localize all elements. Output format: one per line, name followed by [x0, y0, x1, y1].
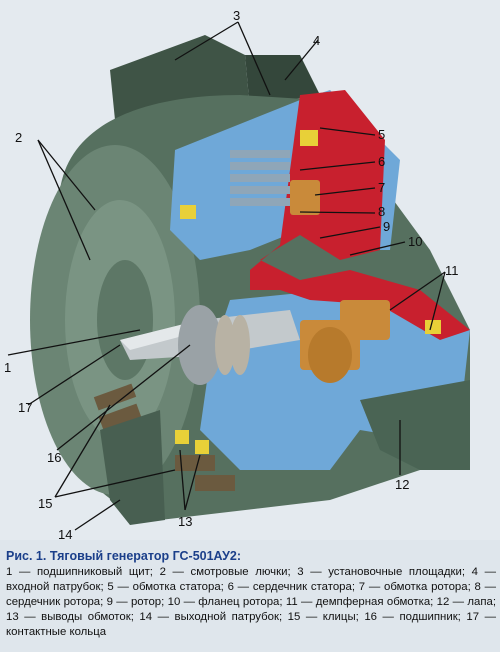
generator-illustration: 3 4 2 5 6 7 8 9 10 11 12 1 17 16 15 14 1… — [4, 8, 470, 540]
callout-5: 5 — [378, 127, 385, 142]
callout-12: 12 — [395, 477, 409, 492]
callout-13: 13 — [178, 514, 192, 529]
slip-rings — [215, 315, 250, 375]
stator-core — [230, 150, 290, 206]
callout-15: 15 — [38, 496, 52, 511]
callout-1: 1 — [4, 360, 11, 375]
callout-14: 14 — [58, 527, 72, 540]
mounting-foot — [360, 380, 470, 470]
leader-lines — [7, 21, 446, 531]
callout-10: 10 — [408, 234, 422, 249]
callout-9: 9 — [383, 219, 390, 234]
cutaway-drawing: 3 4 2 5 6 7 8 9 10 11 12 1 17 16 15 14 1… — [4, 8, 470, 540]
callout-labels: 3 4 2 5 6 7 8 9 10 11 12 1 17 16 15 14 1… — [4, 8, 459, 540]
bearing — [178, 305, 222, 385]
callout-4: 4 — [313, 33, 320, 48]
callout-16: 16 — [47, 450, 61, 465]
callout-2: 2 — [15, 130, 22, 145]
callout-6: 6 — [378, 154, 385, 169]
callout-7: 7 — [378, 180, 385, 195]
rotor-winding — [290, 180, 390, 383]
callout-17: 17 — [18, 400, 32, 415]
winding-terminals — [175, 130, 441, 454]
bearing-shield-hub — [97, 260, 153, 380]
caption-title: Рис. 1. Тяговый генератор ГС-501АУ2: — [6, 549, 241, 563]
caption-legend: 1 — подшипниковый щит; 2 — смотровые люч… — [6, 566, 496, 638]
figure-caption: Рис. 1. Тяговый генератор ГС-501АУ2: 1 —… — [6, 548, 496, 640]
clamps — [93, 383, 235, 491]
callout-8: 8 — [378, 204, 385, 219]
callout-11: 11 — [445, 263, 459, 278]
rotor-body — [250, 90, 470, 340]
outlet-pipe — [100, 410, 165, 525]
callout-3: 3 — [233, 8, 240, 23]
